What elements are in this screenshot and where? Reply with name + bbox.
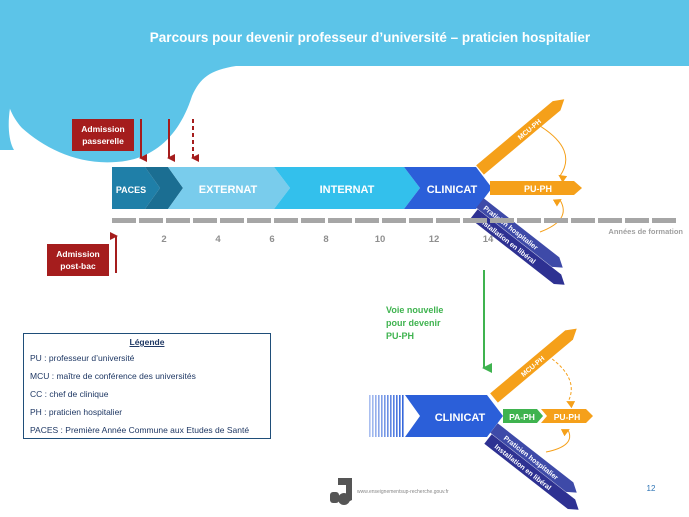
hatch-stripe [384,395,386,437]
stage-clinicat [404,167,492,209]
legend-item: PACES : Première Année Commune aux Etude… [30,425,250,435]
timeline-segment [274,218,298,223]
stage-externat-label: EXTERNAT [199,184,258,196]
stage-paces-2 [145,167,183,209]
timeline-segment [490,218,514,223]
ph-to-pu-curve [539,198,564,233]
stage-clinicat-label: CLINICAT [427,184,478,196]
new-branch-installation-liberal: Installation en libéral [484,434,579,510]
legend-item: MCU : maître de conférence des universit… [30,371,196,381]
tick-label: 10 [375,234,386,245]
hatch-stripe [369,395,371,437]
hatch-stripe [387,395,389,437]
hatch-stripe [372,395,374,437]
timeline-segment [436,218,460,223]
timeline-segment [652,218,676,223]
tick-label: 2 [161,234,166,245]
timeline-segment [328,218,352,223]
timeline-segment [382,218,406,223]
tick-label: 4 [215,234,221,245]
timeline-segment [139,218,163,223]
timeline-segment [355,218,379,223]
timeline-segment [301,218,325,223]
tick-label: 14 [483,234,494,245]
legend-title: Légende [129,337,165,347]
footer-url: www.enseignementsup-recherche.gouv.fr [357,489,449,495]
timeline-segment [571,218,595,223]
stage-internat-label: INTERNAT [320,184,375,196]
legend-item: PU : professeur d’université [30,353,135,363]
tick-label: 8 [323,234,328,245]
admission-passerelle-box [72,119,134,151]
legend-box: Légende PU : professeur d’université MCU… [23,333,271,439]
branch-mcu-ph: MCU-PH [476,99,565,175]
hatch-stripe [399,395,401,437]
timeline-segment [220,218,244,223]
timeline-segment [517,218,541,223]
new-branch-praticien-hospitalier: Praticien hospitalier [490,423,577,493]
legend-item: PH : praticien hospitalier [30,407,123,417]
timeline-segment [625,218,649,223]
new-path-clinicat-label: CLINICAT [435,412,486,424]
stage-paces [112,167,160,209]
timeline-segment [112,218,136,223]
ministry-logo [330,478,352,505]
timeline-segment [166,218,190,223]
new-path-pa-ph [503,409,543,423]
timeline-segment [598,218,622,223]
new-branch-mcu-ph: MCU-PH [490,328,577,403]
mcu-to-pu-curve [539,125,568,183]
stage-paces-label: PACES [116,185,146,195]
new-path-pa-ph-label: PA-PH [509,412,535,422]
slide-title: Parcours pour devenir professeur d’unive… [150,30,591,45]
new-ph-to-pu-curve [545,429,571,453]
stage-externat [168,167,290,209]
timeline-bar [112,218,676,223]
new-path-hatch [369,395,404,437]
hatch-stripe [375,395,377,437]
timeline-segment [544,218,568,223]
hatch-stripe [396,395,398,437]
new-path-pu-ph-label: PU-PH [554,412,580,422]
timeline-ticks: 2 4 6 8 10 12 14 [161,234,494,245]
timeline-segment [409,218,433,223]
stage-internat [274,167,420,209]
branch-pu-ph: PU-PH [490,181,582,195]
timeline-axis-label: Années de formation [608,227,683,236]
admission-postbac-box [47,244,109,276]
hatch-stripe [402,395,404,437]
legend-item: CC : chef de clinique [30,389,109,399]
new-path-clinicat [405,395,503,437]
new-path-pu-ph [541,409,593,423]
page-number: 12 [647,484,656,493]
svg-text:PU-PH: PU-PH [524,184,552,194]
hatch-stripe [390,395,392,437]
hatch-stripe [381,395,383,437]
new-mcu-to-pu-curve [547,355,576,409]
hatch-stripe [378,395,380,437]
tick-label: 12 [429,234,440,245]
timeline-segment [463,218,487,223]
hatch-stripe [393,395,395,437]
timeline-segment [193,218,217,223]
tick-label: 6 [269,234,274,245]
timeline-segment [247,218,271,223]
header-banner-fill [0,0,689,66]
